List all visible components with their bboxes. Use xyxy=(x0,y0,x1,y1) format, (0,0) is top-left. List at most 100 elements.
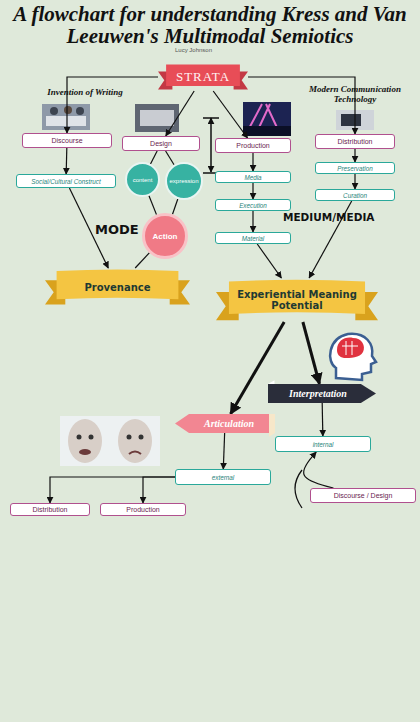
pill-teal-node: external xyxy=(175,469,271,485)
photo-frame xyxy=(336,110,374,130)
annotation-label: MEDIUM/MEDIA xyxy=(283,211,383,223)
node-text: external xyxy=(212,474,234,481)
outline-part xyxy=(268,380,274,384)
node-text: Distribution xyxy=(337,138,372,145)
flow-connector xyxy=(149,196,157,215)
flow-connector xyxy=(354,174,355,189)
outline-part xyxy=(175,414,275,433)
node-text: Design xyxy=(150,140,172,147)
curved-bracket xyxy=(295,470,302,508)
flow-connector xyxy=(252,183,253,199)
outline-part xyxy=(229,280,365,314)
node-text: expression xyxy=(169,178,198,184)
outline-part xyxy=(269,414,275,437)
face xyxy=(118,419,152,463)
head-outline xyxy=(330,334,376,380)
node-text: Production xyxy=(236,142,269,149)
pill-pink-node: Distribution xyxy=(315,134,395,149)
node-text: Provenance xyxy=(84,282,150,293)
bracket-arrow xyxy=(210,118,212,172)
mouth xyxy=(129,452,141,455)
flow-connector xyxy=(166,151,174,165)
photo-screen xyxy=(140,110,174,126)
arrow-dark-node: Interpretation xyxy=(268,384,376,403)
flow-connector xyxy=(143,477,175,503)
concert-photo xyxy=(243,102,291,136)
outline-part xyxy=(166,64,240,86)
node-text: STRATA xyxy=(176,69,230,85)
brain xyxy=(337,338,364,359)
photo-frame xyxy=(135,104,179,132)
annotation-label: Invention of Writing xyxy=(30,87,140,97)
node-text: Curation xyxy=(343,192,367,199)
pill-teal-node: Material xyxy=(215,232,291,244)
flow-connector xyxy=(304,452,334,488)
flow-connector xyxy=(67,77,158,133)
photo-frame xyxy=(60,416,160,466)
node-text: Interpretation xyxy=(289,388,347,399)
outline-part xyxy=(268,384,376,403)
circle-teal-node: content xyxy=(125,162,160,197)
ribbon-yellow-node: Experiential Meaning Potential xyxy=(216,278,378,322)
outline-part xyxy=(57,270,179,300)
node-text: Preservation xyxy=(337,165,372,172)
node-text: Material xyxy=(242,235,264,242)
head-icon xyxy=(330,334,376,380)
pill-pink-node: Production xyxy=(100,503,186,516)
node-text: Social/Cultural Construct xyxy=(31,178,100,185)
photo-person xyxy=(50,107,58,115)
eye xyxy=(127,435,132,440)
eye xyxy=(77,435,82,440)
photo-frame xyxy=(243,102,291,136)
node-text: Execution xyxy=(239,202,267,209)
flow-connector xyxy=(252,153,253,171)
pill-teal-node: Curation xyxy=(315,189,395,201)
ribbon-yellow-node: Provenance xyxy=(45,268,190,306)
node-text: Action xyxy=(153,232,178,241)
flow-connector xyxy=(223,433,224,469)
flow-connector xyxy=(257,244,281,278)
photo-frame xyxy=(42,104,90,130)
flow-connector xyxy=(50,477,175,503)
mouth xyxy=(79,449,91,455)
pill-teal-node: internal xyxy=(275,436,371,452)
node-text: content xyxy=(133,177,153,183)
pill-pink-node: Discourse xyxy=(22,133,112,148)
arrow-pink-node: Articulation xyxy=(175,414,275,433)
design-photo xyxy=(135,104,179,132)
pill-teal-node: Preservation xyxy=(315,162,395,174)
node-text: Discourse / Design xyxy=(334,492,393,499)
flow-connector xyxy=(252,211,253,232)
faces-photo xyxy=(60,416,160,466)
flow-connector xyxy=(66,148,68,174)
technology-photo xyxy=(336,110,374,130)
flow-connector xyxy=(135,253,149,268)
node-text: Distribution xyxy=(32,506,67,513)
pill-teal-node: Social/Cultural Construct xyxy=(16,174,116,188)
flow-connector xyxy=(213,91,247,138)
node-text: Experiential Meaning Potential xyxy=(236,289,358,311)
face xyxy=(68,419,102,463)
diagram-title: A flowchart for understanding Kress and … xyxy=(10,3,410,47)
pill-pink-node: Discourse / Design xyxy=(310,488,416,503)
node-text: Media xyxy=(244,174,261,181)
node-text: Discourse xyxy=(51,137,82,144)
flow-connector xyxy=(354,149,355,162)
annotation-label: Modern Communication Technology xyxy=(300,84,410,104)
flow-connector xyxy=(150,151,157,164)
node-text: Production xyxy=(126,506,159,513)
brain-lines xyxy=(342,341,358,355)
node-text: internal xyxy=(313,441,334,448)
annotation-label: Lucy Johnson xyxy=(175,47,245,53)
ribbon-red-node: STRATA xyxy=(158,63,248,91)
circle-teal-node: expression xyxy=(165,162,203,200)
flow-connector xyxy=(303,322,320,384)
pill-pink-node: Production xyxy=(215,138,291,153)
flow-connector xyxy=(322,403,324,436)
photo-table xyxy=(46,116,86,126)
photo-person xyxy=(76,107,84,115)
flow-connector xyxy=(173,199,178,214)
circle-pink-node: Action xyxy=(142,213,188,259)
